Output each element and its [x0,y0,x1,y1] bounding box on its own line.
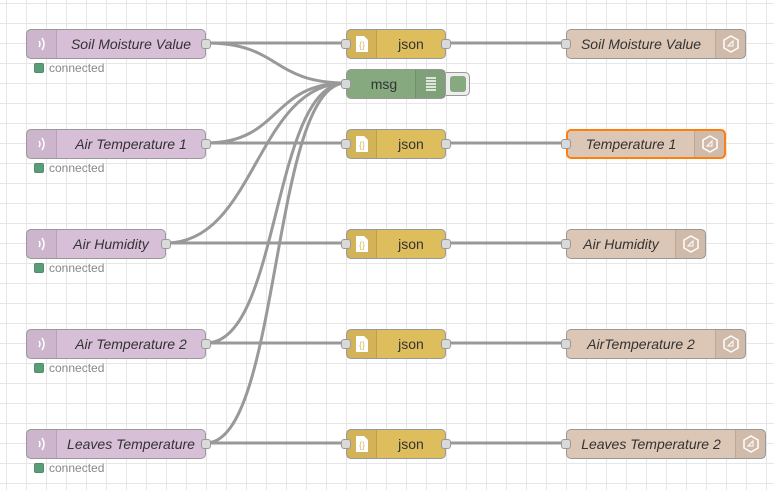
json-node[interactable]: {} json [341,329,451,359]
node-label: msg [370,76,398,92]
input-port[interactable] [341,139,351,149]
sensor-node-leaves-temperature[interactable]: Leaves Temperature [26,429,211,459]
json-brace-icon: {} [347,230,377,258]
dashboard-gauge-icon [694,131,724,157]
node-label: Temperature 1 [585,136,677,152]
status-dot-icon [34,363,44,373]
output-port[interactable] [441,139,451,149]
node-status: connected [34,261,104,275]
svg-text:{}: {} [358,340,364,350]
svg-text:{}: {} [358,240,364,250]
json-node[interactable]: {} json [341,229,451,259]
output-port[interactable] [441,439,451,449]
svg-text:{}: {} [358,440,364,450]
wire[interactable] [205,41,347,85]
status-text: connected [49,261,105,275]
node-label: Soil Moisture Value [70,36,192,52]
node-status: connected [34,61,104,75]
sensor-node-air-humidity[interactable]: Air Humidity [26,229,171,259]
output-port[interactable] [161,239,171,249]
output-node-air-temperature-2[interactable]: AirTemperature 2 [561,329,746,359]
svg-text:{}: {} [358,140,364,150]
node-label: json [398,436,424,452]
output-port[interactable] [201,139,211,149]
node-label: Leaves Temperature 2 [581,436,721,452]
output-node-soil-moisture[interactable]: Soil Moisture Value [561,29,746,59]
input-port[interactable] [341,339,351,349]
dashboard-gauge-icon [715,330,745,358]
input-port[interactable] [341,239,351,249]
status-dot-icon [34,263,44,273]
status-text: connected [49,61,105,75]
status-dot-icon [34,63,44,73]
output-port[interactable] [201,39,211,49]
input-port[interactable] [561,439,571,449]
wire[interactable] [205,81,347,445]
dashboard-gauge-icon [735,430,765,458]
input-port[interactable] [341,79,351,89]
output-node-leaves-temperature-2[interactable]: Leaves Temperature 2 [561,429,766,459]
debug-node[interactable]: msg [341,69,446,99]
status-dot-icon [34,463,44,473]
output-node-air-humidity[interactable]: Air Humidity [561,229,706,259]
wireless-icon [27,230,57,258]
input-port[interactable] [561,139,571,149]
output-port[interactable] [201,339,211,349]
status-text: connected [49,161,105,175]
node-label: AirTemperature 2 [587,336,695,352]
wire[interactable] [165,81,347,245]
node-label: Air Humidity [583,236,659,252]
debug-list-icon [415,70,445,98]
wire[interactable] [205,81,347,145]
dashboard-gauge-icon [715,30,745,58]
sensor-node-air-temperature-1[interactable]: Air Temperature 1 [26,129,211,159]
node-label: json [398,36,424,52]
json-node[interactable]: {} json [341,29,451,59]
sensor-node-air-temperature-2[interactable]: Air Temperature 2 [26,329,211,359]
output-port[interactable] [441,239,451,249]
input-port[interactable] [561,39,571,49]
node-label: json [398,136,424,152]
json-brace-icon: {} [347,330,377,358]
json-brace-icon: {} [347,30,377,58]
output-port[interactable] [201,439,211,449]
json-node[interactable]: {} json [341,129,451,159]
output-node-temperature-1[interactable]: Temperature 1 [561,129,726,159]
output-port[interactable] [441,39,451,49]
input-port[interactable] [561,239,571,249]
node-label: Air Temperature 2 [75,336,187,352]
input-port[interactable] [341,39,351,49]
node-label: json [398,336,424,352]
wireless-icon [27,430,57,458]
status-dot-icon [34,163,44,173]
node-label: Leaves Temperature [67,436,195,452]
input-port[interactable] [341,439,351,449]
wireless-icon [27,130,57,158]
json-brace-icon: {} [347,430,377,458]
output-port[interactable] [441,339,451,349]
node-status: connected [34,461,104,475]
debug-toggle-button[interactable] [446,72,470,96]
node-status: connected [34,161,104,175]
wireless-icon [27,330,57,358]
debug-active-indicator [449,76,466,92]
status-text: connected [49,461,105,475]
json-node[interactable]: {} json [341,429,451,459]
sensor-node-soil-moisture[interactable]: Soil Moisture Value [26,29,211,59]
svg-text:{}: {} [358,40,364,50]
node-label: json [398,236,424,252]
dashboard-gauge-icon [675,230,705,258]
node-label: Air Humidity [73,236,149,252]
node-status: connected [34,361,104,375]
node-label: Soil Moisture Value [580,36,702,52]
status-text: connected [49,361,105,375]
input-port[interactable] [561,339,571,349]
json-brace-icon: {} [347,130,377,158]
wire[interactable] [205,81,347,345]
node-label: Air Temperature 1 [75,136,187,152]
wireless-icon [27,30,57,58]
